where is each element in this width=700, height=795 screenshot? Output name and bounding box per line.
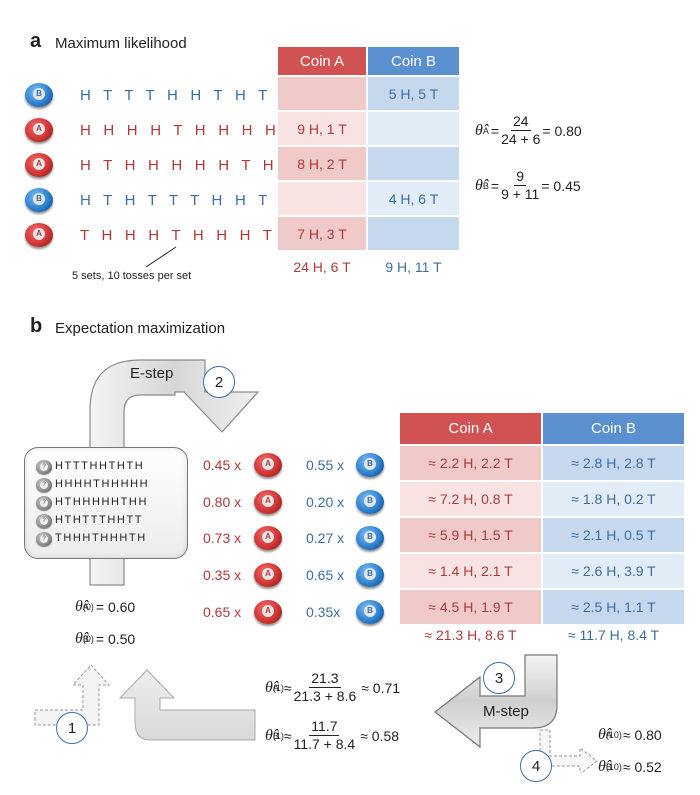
weight-a: 0.80 x: [203, 494, 242, 510]
coin-a-icon: A: [254, 526, 282, 550]
final-arrow: [539, 729, 598, 773]
table-cell-a: ≈ 7.2 H, 0.8 T: [400, 482, 541, 516]
mini-sequence: THHHTHHHTH: [55, 532, 147, 544]
table-cell-a: ≈ 5.9 H, 1.5 T: [400, 518, 541, 552]
mini-sequence: HTHTTTHHTT: [55, 514, 144, 526]
table-cell-a: ≈ 1.4 H, 2.1 T: [400, 554, 541, 588]
table-cell-b: ≈ 2.6 H, 3.9 T: [543, 554, 684, 588]
panel-b-letter: b: [30, 315, 43, 337]
mini-sequence: HTHHHHHTHH: [55, 496, 148, 508]
panel-a-title: Maximum likelihood: [55, 35, 187, 52]
total-coin-b: ≈ 11.7 H, 8.4 T: [567, 627, 660, 643]
weight-a: 0.35 x: [203, 567, 242, 583]
table-cell-b: ≈ 2.5 H, 1.1 T: [543, 590, 684, 624]
weight-a: 0.45 x: [203, 457, 242, 473]
header-coin-a: Coin A: [278, 47, 366, 75]
unknown-coin-icon: ?: [36, 514, 52, 528]
note-pointer: [145, 246, 177, 268]
table-cell-b: ≈ 2.1 H, 0.5 T: [543, 518, 684, 552]
coin-b-icon: B: [356, 490, 384, 514]
step-1-badge: 1: [56, 712, 88, 744]
table-cell-a: [278, 77, 366, 110]
coin-a-icon: A: [254, 453, 282, 477]
coin-a-icon: A: [254, 490, 282, 514]
table-cell-b: [368, 217, 459, 250]
coin-b-icon: B: [356, 453, 384, 477]
toss-sequence: H T H T T T H H T T: [80, 192, 293, 209]
e-step-label: E-step: [130, 365, 174, 382]
m-step-arrow: [434, 654, 558, 749]
unknown-coin-icon: ?: [36, 532, 52, 546]
mini-sequence: HTTTHHTHTH: [55, 460, 145, 472]
coin-b-icon: B: [356, 600, 384, 624]
coin-b-icon: B: [356, 563, 384, 587]
toss-sequence: H H H H T H H H H H: [80, 122, 304, 139]
unknown-coin-icon: ?: [36, 478, 52, 492]
toss-sequence: H T H H H H H T H H: [80, 157, 302, 174]
panel-a-letter: a: [30, 30, 42, 52]
weight-a: 0.73 x: [203, 530, 242, 546]
table-cell-b: 5 H, 5 T: [368, 77, 459, 110]
table-cell-b: ≈ 2.8 H, 2.8 T: [543, 446, 684, 480]
coin-a-icon: A: [254, 563, 282, 587]
table-cell-b: 4 H, 6 T: [368, 182, 459, 215]
weight-b: 0.35x: [306, 604, 341, 620]
mini-sequence: HHHHTHHHHH: [55, 478, 150, 490]
coin-b-icon: B: [25, 188, 53, 212]
table-cell-a: [278, 182, 366, 215]
header-coin-a: Coin A: [400, 413, 541, 444]
e-step-arrow: [89, 359, 260, 586]
total-coin-b: 9 H, 11 T: [385, 259, 442, 275]
coin-a-icon: A: [25, 223, 53, 247]
table-cell-a: ≈ 4.5 H, 1.9 T: [400, 590, 541, 624]
step-4-badge: 4: [520, 750, 552, 782]
table-cell-a: 8 H, 2 T: [278, 147, 366, 180]
unlabeled-sequences-box: ? HTTTHHTHTH ? HHHHTHHHHH ? HTHHHHHTHH ?…: [24, 447, 188, 559]
theta-b-initial: θ̂B(0) = 0.50: [75, 630, 136, 647]
total-coin-a: 24 H, 6 T: [293, 259, 351, 275]
init-arrow: [34, 664, 111, 726]
table-cell-a: ≈ 2.2 H, 2.2 T: [400, 446, 541, 480]
coin-a-icon: A: [25, 118, 53, 142]
m-step-label: M-step: [483, 703, 529, 720]
coin-b-icon: B: [356, 526, 384, 550]
coin-a-icon: A: [254, 600, 282, 624]
step-2-badge: 2: [203, 366, 235, 398]
table-cell-b: [368, 147, 459, 180]
toss-sequence: T H H H T H H H T H: [80, 227, 300, 244]
coin-b-icon: B: [25, 83, 53, 107]
coin-a-icon: A: [25, 153, 53, 177]
header-coin-b: Coin B: [368, 47, 459, 75]
theta-b-final: θ̂B(10) ≈ 0.52: [598, 758, 662, 775]
table-cell-a: 9 H, 1 T: [278, 112, 366, 145]
table-cell-a: 7 H, 3 T: [278, 217, 366, 250]
weight-b: 0.65 x: [306, 567, 345, 583]
theta-a-initial: θ̂A(0) = 0.60: [75, 598, 136, 615]
weight-b: 0.27 x: [306, 530, 345, 546]
total-coin-a: ≈ 21.3 H, 8.6 T: [424, 627, 517, 643]
weight-b: 0.20 x: [306, 494, 345, 510]
header-coin-b: Coin B: [543, 413, 684, 444]
table-cell-b: [368, 112, 459, 145]
unknown-coin-icon: ?: [36, 496, 52, 510]
m-step-return-arrow: [118, 669, 256, 741]
toss-sequence: H T T T H H T H T H: [80, 87, 295, 104]
step-3-badge: 3: [483, 662, 515, 694]
weight-b: 0.55 x: [306, 457, 345, 473]
panel-b-title: Expectation maximization: [55, 320, 226, 337]
unknown-coin-icon: ?: [36, 460, 52, 474]
panel-a-note: 5 sets, 10 tosses per set: [72, 270, 192, 282]
table-cell-b: ≈ 1.8 H, 0.2 T: [543, 482, 684, 516]
theta-a-final: θ̂A(10) ≈ 0.80: [598, 726, 662, 743]
weight-a: 0.65 x: [203, 604, 242, 620]
